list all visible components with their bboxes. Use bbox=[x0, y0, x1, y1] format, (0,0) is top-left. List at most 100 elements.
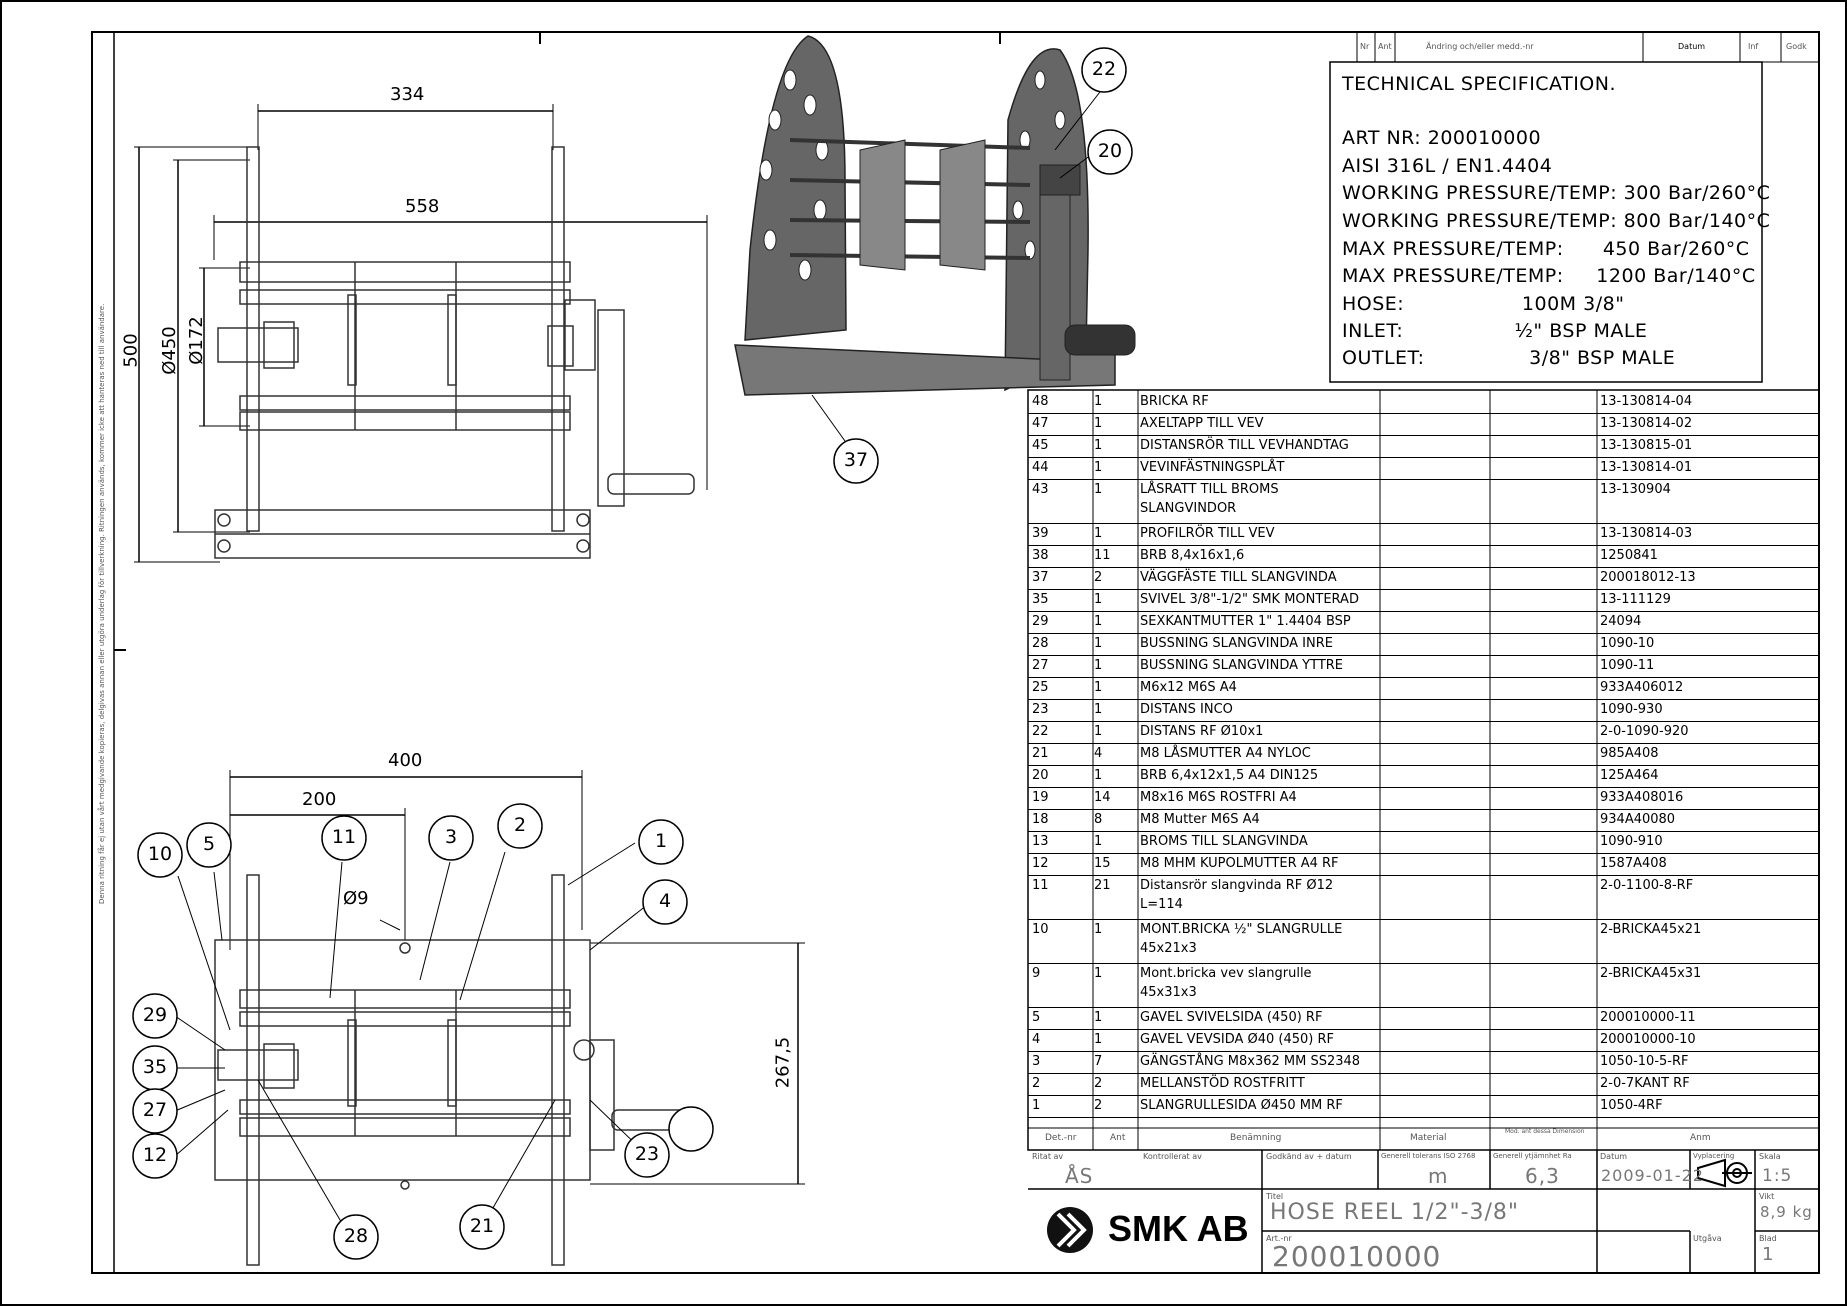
bom-pos: 35 bbox=[1032, 592, 1049, 607]
bom-pos: 5 bbox=[1032, 1010, 1041, 1025]
bom-qty: 1 bbox=[1094, 724, 1103, 739]
balloon-10: 10 bbox=[147, 843, 173, 865]
bom-art: 13-130815-01 bbox=[1600, 438, 1693, 453]
bom-art: 2-BRICKA45x31 bbox=[1600, 966, 1702, 981]
bom-art: 1050-4RF bbox=[1600, 1098, 1663, 1113]
title-block-frame bbox=[1028, 1150, 1819, 1273]
bom-pos: 19 bbox=[1032, 790, 1049, 805]
bom-pos: 10 bbox=[1032, 922, 1049, 937]
spec-line: MAX PRESSURE/TEMP: 450 Bar/260°C bbox=[1342, 238, 1750, 260]
bom-pos: 4 bbox=[1032, 1032, 1041, 1047]
tb-date-label: Datum bbox=[1600, 1152, 1628, 1161]
spec-line: WORKING PRESSURE/TEMP: 800 Bar/140°C bbox=[1342, 210, 1771, 232]
bom-qty: 1 bbox=[1094, 702, 1103, 717]
bom-header-mod: Mod. ant dessa Dimension bbox=[1505, 1128, 1585, 1135]
dim-334: 334 bbox=[390, 84, 425, 105]
bom-desc: GÄNGSTÅNG M8x362 MM SS2348 bbox=[1140, 1054, 1361, 1069]
balloon-3: 3 bbox=[444, 826, 458, 848]
bom-art: 2-0-7KANT RF bbox=[1600, 1076, 1690, 1091]
bom-pos: 2 bbox=[1032, 1076, 1041, 1091]
balloon-23: 23 bbox=[634, 1143, 660, 1165]
bom-pos: 3 bbox=[1032, 1054, 1041, 1069]
bom-desc: PROFILRÖR TILL VEV bbox=[1140, 526, 1275, 541]
bom-qty: 1 bbox=[1094, 460, 1103, 475]
isometric-view bbox=[734, 35, 1136, 396]
balloon-5: 5 bbox=[202, 833, 216, 855]
tb-tolerance: m bbox=[1428, 1164, 1449, 1188]
bom-art: 13-130814-01 bbox=[1600, 460, 1693, 475]
smk-logo bbox=[1047, 1207, 1093, 1253]
bom-header-qty: Ant bbox=[1110, 1133, 1126, 1143]
bom-desc: M8 LÅSMUTTER A4 NYLOC bbox=[1140, 746, 1311, 761]
bom-pos: 20 bbox=[1032, 768, 1049, 783]
dim-450: Ø450 bbox=[158, 326, 180, 375]
bom-art: 1090-910 bbox=[1600, 834, 1663, 849]
bom-qty: 1 bbox=[1094, 922, 1103, 937]
bom-desc: M8 MHM KUPOLMUTTER A4 RF bbox=[1140, 856, 1339, 871]
tb-artnr: 200010000 bbox=[1272, 1240, 1442, 1273]
bom-art: 1250841 bbox=[1600, 548, 1658, 563]
bom-art: 200018012-13 bbox=[1600, 570, 1696, 585]
bom-art: 1587A408 bbox=[1600, 856, 1667, 871]
bom-art: 933A408016 bbox=[1600, 790, 1684, 805]
spec-line: WORKING PRESSURE/TEMP: 300 Bar/260°C bbox=[1342, 182, 1771, 204]
bom-desc-line2: L=114 bbox=[1140, 897, 1183, 912]
bom-pos: 47 bbox=[1032, 416, 1049, 431]
bom-desc: SEXKANTMUTTER 1" 1.4404 BSP bbox=[1140, 614, 1351, 629]
front-view-top bbox=[134, 104, 708, 563]
balloon-21: 21 bbox=[469, 1215, 495, 1237]
bom-header-anm: Anm bbox=[1690, 1133, 1711, 1143]
tb-roughness: 6,3 bbox=[1525, 1164, 1560, 1188]
bom-desc-line2: 45x21x3 bbox=[1140, 941, 1197, 956]
bom-art: 1090-930 bbox=[1600, 702, 1663, 717]
dim-200: 200 bbox=[302, 789, 337, 810]
leader-lines bbox=[174, 87, 1104, 1238]
bom-qty: 1 bbox=[1094, 680, 1103, 695]
balloon-1: 1 bbox=[654, 830, 668, 852]
spec-line: ART NR: 200010000 bbox=[1342, 127, 1542, 149]
balloon-22: 22 bbox=[1091, 58, 1117, 80]
dim-9: Ø9 bbox=[343, 888, 369, 909]
top-view-bottom bbox=[214, 770, 805, 1266]
bom-art: 2-0-1100-8-RF bbox=[1600, 878, 1694, 893]
bom-pos: 18 bbox=[1032, 812, 1049, 827]
tb-drawn: ÅS bbox=[1065, 1164, 1094, 1188]
rev-ant: Ant bbox=[1378, 42, 1392, 51]
bom-qty: 2 bbox=[1094, 570, 1103, 585]
bom-pos: 44 bbox=[1032, 460, 1049, 475]
dim-500: 500 bbox=[120, 333, 142, 368]
tb-scale-label: Skala bbox=[1759, 1152, 1781, 1161]
balloon-29: 29 bbox=[142, 1004, 168, 1026]
company-name: SMK AB bbox=[1108, 1208, 1249, 1249]
bom-qty: 1 bbox=[1094, 658, 1103, 673]
spec-line: INLET: ½" BSP MALE bbox=[1342, 320, 1648, 342]
bom-art: 13-130814-02 bbox=[1600, 416, 1693, 431]
bom-desc: BROMS TILL SLANGVINDA bbox=[1140, 834, 1308, 849]
bom-header-material: Material bbox=[1410, 1133, 1447, 1143]
bom-pos: 45 bbox=[1032, 438, 1049, 453]
bom-pos: 27 bbox=[1032, 658, 1049, 673]
bom-desc: DISTANSRÖR TILL VEVHANDTAG bbox=[1140, 438, 1349, 453]
bom-art: 13-130814-04 bbox=[1600, 394, 1693, 409]
bom-art: 2-0-1090-920 bbox=[1600, 724, 1689, 739]
bom-pos: 13 bbox=[1032, 834, 1049, 849]
bom-qty: 1 bbox=[1094, 438, 1103, 453]
tb-sheet: 1 bbox=[1762, 1244, 1775, 1265]
bom-desc: GAVEL SVIVELSIDA (450) RF bbox=[1140, 1010, 1323, 1025]
bom-qty: 11 bbox=[1094, 548, 1111, 563]
bom-desc: Mont.bricka vev slangrulle bbox=[1140, 966, 1312, 981]
bom-pos: 21 bbox=[1032, 746, 1049, 761]
rev-date: Datum bbox=[1678, 42, 1706, 51]
